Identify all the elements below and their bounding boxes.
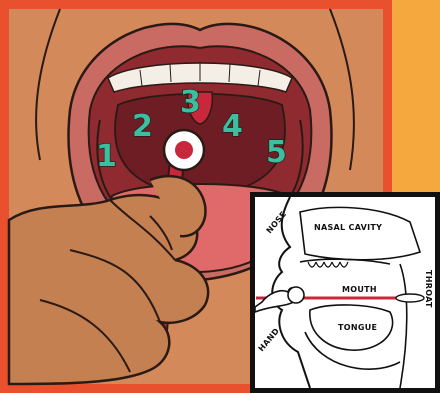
label-nasal-cavity: NASAL CAVITY: [314, 223, 382, 232]
throat-wall: [399, 263, 408, 389]
tonsil-pillar-left: [96, 119, 113, 201]
finger-lines: [39, 199, 176, 373]
nasal-cavity-outline: [299, 206, 422, 261]
swab-tip-center: [175, 141, 193, 159]
inset-swab-tip: [395, 293, 425, 303]
cross-section-inset: NOSE NASAL CAVITY MOUTH THROAT TONGUE HA…: [250, 192, 440, 393]
zone-3-label: 3: [180, 85, 201, 120]
label-tongue: TONGUE: [338, 323, 377, 332]
palate: [299, 258, 391, 265]
zone-1-label: 1: [96, 139, 117, 174]
inset-thumb: [287, 286, 305, 304]
inset-teeth: [307, 261, 349, 268]
cheek-line-left: [35, 8, 61, 161]
zone-2-label: 2: [132, 109, 153, 144]
lower-jaw: [304, 331, 401, 370]
inset-tongue: [309, 304, 394, 351]
zone-4-label: 4: [222, 109, 243, 144]
uvula: [186, 91, 214, 125]
label-mouth: MOUTH: [342, 285, 377, 294]
face-profile: [271, 196, 311, 389]
teeth-gaps: [139, 62, 261, 87]
label-throat: THROAT: [424, 270, 433, 308]
thumb: [149, 174, 207, 238]
cheek-line-right: [329, 8, 355, 171]
zone-5-label: 5: [266, 135, 287, 170]
